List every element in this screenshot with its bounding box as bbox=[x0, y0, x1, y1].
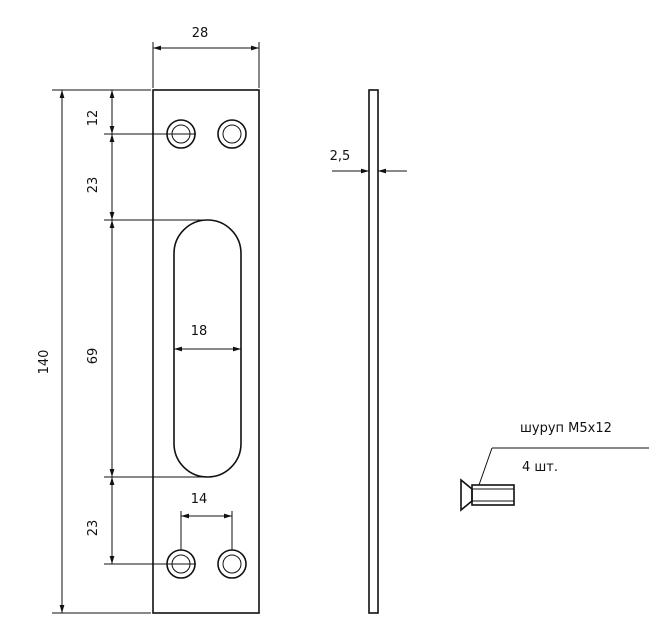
dimension-hole-spacing-label: 14 bbox=[191, 492, 208, 507]
plate-outline bbox=[152, 89, 260, 614]
dimension-hole-spacing: 14 bbox=[180, 492, 233, 550]
side-outline bbox=[368, 89, 379, 614]
screw-label: шуруп М5х12 bbox=[520, 421, 612, 436]
dimension-slot-width: 18 bbox=[174, 324, 241, 352]
screw-shank bbox=[471, 484, 515, 506]
hole-bottom-right bbox=[217, 549, 247, 579]
dimension-width-label: 28 bbox=[192, 26, 209, 41]
plate-side-view: 2,5 bbox=[330, 89, 407, 614]
dimension-total-height: 140 bbox=[37, 89, 151, 614]
screw-quantity: 4 шт. bbox=[522, 460, 558, 475]
dimension-23-top-label: 23 bbox=[86, 177, 101, 194]
screw-illustration: шуруп М5х12 4 шт. bbox=[460, 421, 649, 512]
dimension-12-label: 12 bbox=[86, 110, 101, 127]
screw-leader bbox=[478, 447, 493, 486]
hole-top-right bbox=[217, 119, 247, 149]
plate-front-view bbox=[152, 89, 260, 614]
screw-head bbox=[460, 478, 473, 512]
dimension-total-height-label: 140 bbox=[37, 350, 52, 375]
dimension-thickness-label: 2,5 bbox=[330, 149, 351, 164]
dimension-slot-width-label: 18 bbox=[191, 324, 208, 339]
dimension-width: 28 bbox=[152, 26, 260, 88]
dimension-chain: 12 23 69 23 bbox=[86, 90, 207, 565]
dimension-23-bottom-label: 23 bbox=[86, 520, 101, 537]
dimension-69-label: 69 bbox=[86, 348, 101, 365]
